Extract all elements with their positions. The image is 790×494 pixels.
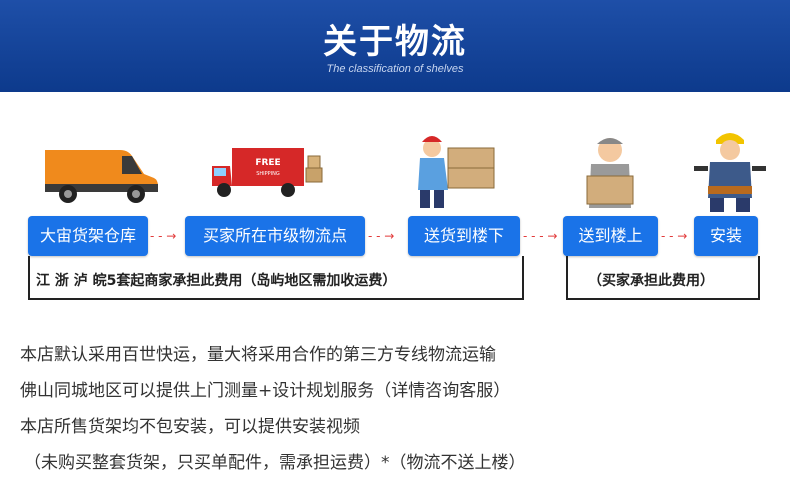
info-line-4: （未购买整套货架，只买单配件，需承担运费）*（物流不送上楼）	[24, 453, 526, 473]
header-banner: 关于物流 The classification of shelves	[0, 0, 790, 92]
worker-icon	[586, 138, 634, 208]
flow-arrow-3: - - - →	[523, 229, 558, 243]
step-warehouse: 大宙货架仓库	[28, 216, 148, 256]
info-line-2: 佛山同城地区可以提供上门测量+设计规划服务（详情咨询客服）	[20, 381, 511, 401]
van-icon	[45, 150, 158, 203]
flow-arrow-2: - - →	[368, 229, 395, 243]
courier-icon	[418, 136, 495, 208]
info-line-1: 本店默认采用百世快运，量大将采用合作的第三方专线物流运输	[20, 345, 496, 365]
step-city-logistics: 买家所在市级物流点	[185, 216, 365, 256]
step-deliver-upstairs: 送到楼上	[563, 216, 658, 256]
info-line-3: 本店所售货架均不包安装，可以提供安装视频	[20, 417, 360, 437]
truck-shipping-label: SHIPPING	[256, 171, 280, 177]
flow-arrow-4: - - →	[661, 229, 688, 243]
step-deliver-downstairs: 送货到楼下	[408, 216, 520, 256]
bracket-buyer-paid	[566, 256, 760, 300]
banner-title: 关于物流	[323, 22, 467, 62]
flow-arrow-1: - - →	[150, 229, 177, 243]
banner-subtitle: The classification of shelves	[326, 63, 464, 75]
truck-free-label: FREE	[255, 158, 280, 168]
note-buyer-paid: （买家承担此费用）	[588, 273, 714, 289]
delivery-truck-icon: FREE SHIPPING	[212, 148, 323, 197]
installer-icon	[694, 133, 766, 212]
note-seller-paid: 江 浙 泸 皖5套起商家承担此费用（岛屿地区需加收运费）	[36, 273, 397, 289]
bracket-seller-paid	[28, 256, 524, 300]
step-installation: 安装	[694, 216, 758, 256]
